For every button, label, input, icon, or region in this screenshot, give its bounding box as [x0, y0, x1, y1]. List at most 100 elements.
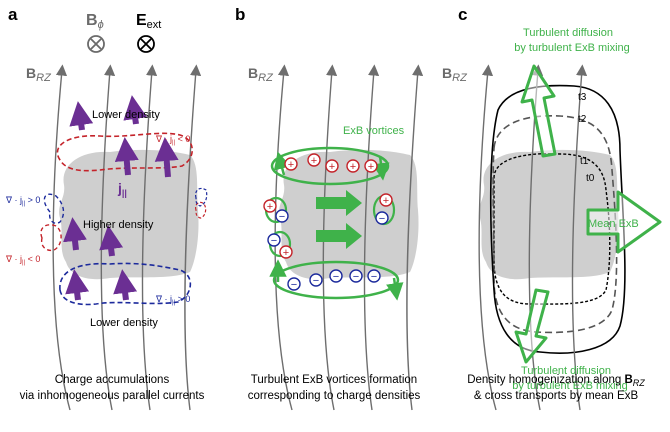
positive-charges: + + + + + + + + [263, 153, 393, 259]
drift-arrow [316, 223, 362, 249]
time-label-t3: t3 [578, 92, 587, 103]
red-dashed-region-left [40, 224, 62, 252]
positive-charge: + [263, 199, 277, 213]
svg-text:+: + [283, 247, 289, 259]
higher-density-label: Higher density [83, 219, 154, 231]
red-dashed-region-top [56, 132, 194, 172]
contour-t1 [493, 153, 611, 305]
time-label-t1: t1 [580, 156, 589, 167]
positive-charge: + [346, 159, 360, 173]
current-arrow [123, 95, 148, 125]
svg-text:−: − [291, 279, 297, 291]
time-label-t0: t0 [586, 173, 595, 184]
lower-density-bottom-label: Lower density [90, 317, 158, 329]
b-phi-label: Bϕ [86, 12, 104, 31]
svg-text:+: + [288, 159, 294, 171]
blue-dashed-region-bottom [59, 262, 192, 306]
parallel-current-arrows [63, 95, 179, 301]
turbulent-diffusion-bottom-line1: Turbulent diffusion [521, 365, 611, 377]
negative-charges: − − − − − − − − [267, 209, 389, 291]
field-line [478, 64, 497, 411]
negative-charge: − [329, 269, 343, 283]
b-phi-into-page-icon [87, 35, 105, 53]
divergence-positive-left: ∇ · j|| > 0 [5, 195, 40, 207]
current-arrow [154, 137, 179, 178]
svg-text:−: − [353, 271, 359, 283]
negative-charge: − [309, 273, 323, 287]
exb-drift-arrows [316, 190, 362, 249]
svg-text:+: + [311, 155, 317, 167]
panel-letter-c: c [458, 5, 467, 24]
svg-text:+: + [329, 161, 335, 173]
svg-text:−: − [333, 271, 339, 283]
divergence-negative-top: ∇ · j|| < 0 [155, 134, 190, 146]
current-arrow [69, 101, 94, 131]
positive-charge: + [364, 159, 378, 173]
exb-vortex-bottom [272, 260, 400, 300]
field-line [141, 64, 158, 411]
negative-charge: − [375, 211, 389, 225]
caption-a-line2: via inhomogeneous parallel currents [20, 390, 205, 402]
j-parallel-label: j|| [117, 180, 127, 198]
higher-density-blob [59, 149, 199, 280]
drift-arrow [316, 190, 362, 216]
svg-text:−: − [279, 211, 285, 223]
exb-vortices-label: ExB vortices [343, 125, 405, 137]
svg-text:+: + [267, 201, 273, 213]
vortex-arrow [273, 151, 291, 176]
current-arrow [114, 137, 139, 176]
caption-b-line2: corresponding to charge densities [248, 390, 421, 402]
field-line [406, 64, 424, 411]
blue-dashed-region-right [195, 187, 208, 207]
turbulent-diffusion-arrow-down [514, 288, 550, 364]
svg-text:−: − [379, 213, 385, 225]
negative-charge: − [275, 209, 289, 223]
turbulent-diffusion-top-line1: Turbulent diffusion [523, 27, 613, 39]
current-arrow [65, 269, 90, 301]
negative-charge: − [287, 277, 301, 291]
positive-charge: + [279, 245, 293, 259]
divergence-positive-bottom: ∇ · j|| > 0 [155, 294, 190, 306]
field-line [52, 64, 71, 411]
field-line [322, 64, 338, 411]
negative-charge: − [367, 269, 381, 283]
field-line [100, 64, 116, 411]
caption-c-line2: & cross transports by mean ExB [474, 390, 639, 402]
divergence-negative-left: ∇ · j|| < 0 [5, 254, 40, 266]
negative-charge: − [349, 269, 363, 283]
e-ext-into-page-icon [137, 35, 155, 53]
svg-text:+: + [350, 161, 356, 173]
red-dashed-region-right [195, 201, 207, 219]
panel-c: c BRZ Turbulent diffusion by turbulent E… [442, 5, 662, 411]
turbulent-diffusion-arrow-up [520, 64, 557, 158]
blue-dashed-region-left [43, 193, 65, 224]
svg-text:+: + [383, 195, 389, 207]
turbulent-diffusion-bottom-line2: by turbulent ExB mixing [512, 380, 628, 392]
svg-text:+: + [368, 161, 374, 173]
panel-b: b BRZ ExB vortices + + + + + [235, 5, 424, 411]
caption-b-line1: Turbulent ExB vortices formation [251, 374, 417, 386]
svg-text:−: − [371, 271, 377, 283]
positive-charge: + [379, 193, 393, 207]
panel-a: a Bϕ Eext BRZ [5, 5, 208, 411]
mean-exb-label: Mean ExB [588, 218, 639, 230]
turbulent-diffusion-top-line2: by turbulent ExB mixing [514, 42, 630, 54]
caption-c-line1: Density homogenization along BRZ [467, 374, 645, 388]
positive-charge: + [284, 157, 298, 171]
current-arrow [99, 225, 124, 257]
vortex-arrow [372, 155, 390, 181]
brz-label-c: BRZ [442, 65, 468, 84]
e-ext-label: Eext [136, 12, 161, 31]
contour-t3 [489, 84, 626, 354]
current-arrow [63, 217, 87, 251]
vortex-arrow [386, 277, 404, 301]
time-label-t2: t2 [578, 114, 587, 125]
contour-t2 [492, 115, 618, 334]
negative-charge: − [267, 233, 281, 247]
brz-label-b: BRZ [248, 65, 274, 84]
field-line [274, 64, 293, 411]
svg-text:−: − [313, 275, 319, 287]
field-line [528, 64, 544, 411]
current-arrow [113, 269, 138, 301]
